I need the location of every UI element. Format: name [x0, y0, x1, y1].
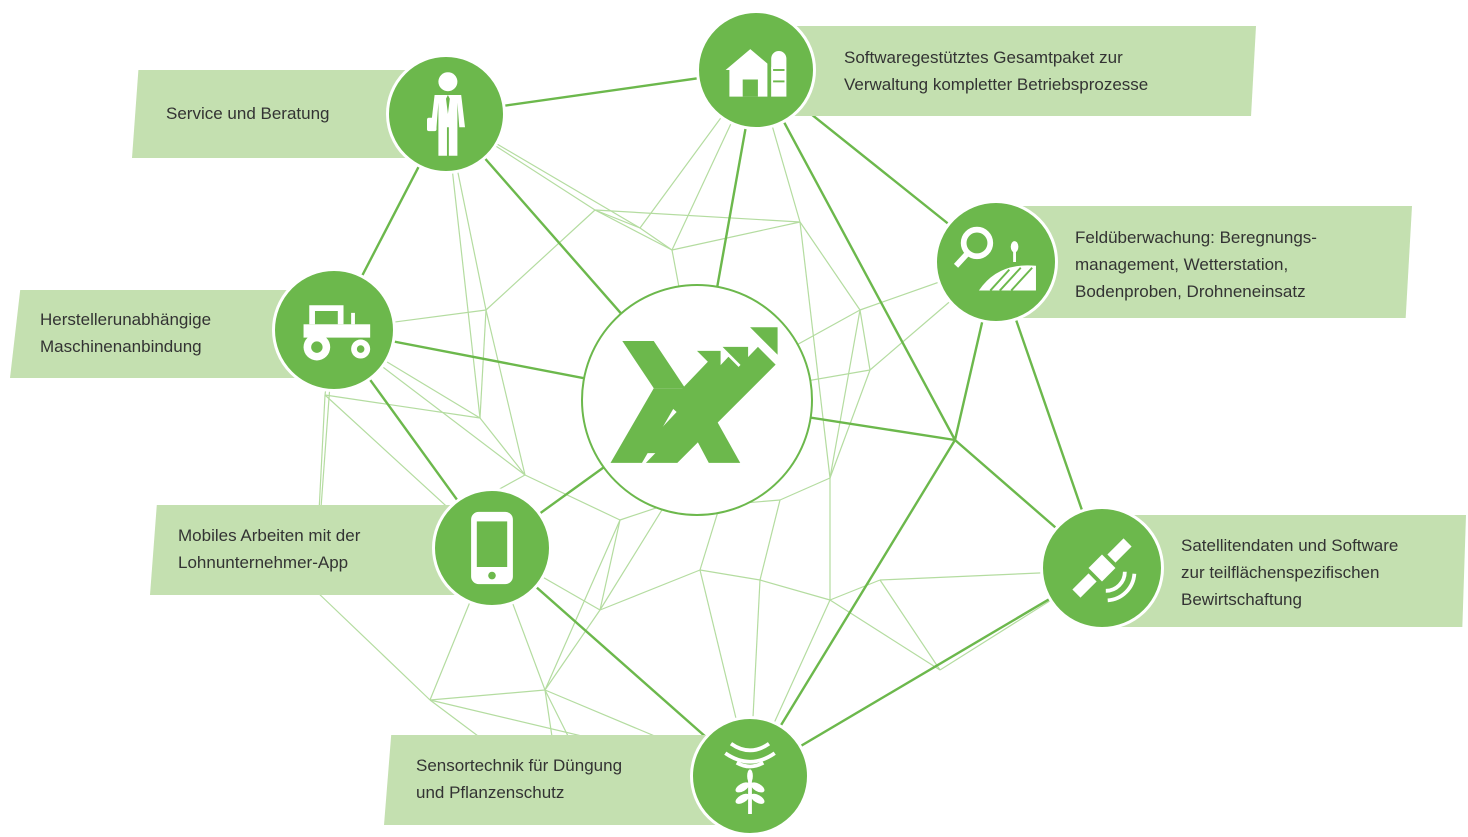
connector-line-light — [759, 499, 781, 581]
connector-line-light — [829, 309, 861, 479]
label-software: Softwaregestütztes Gesamtpaket zur Verwa… — [844, 44, 1148, 98]
node-sensor — [690, 716, 810, 836]
connector-line-light — [879, 571, 1063, 581]
label-line: Verwaltung kompletter Betriebsprozesse — [844, 75, 1149, 94]
connector-line-light — [599, 569, 701, 611]
node-mobile — [432, 488, 552, 608]
connector-line-light — [639, 227, 673, 251]
connector-line-light — [829, 599, 941, 671]
label-line: Herstellerunabhängige — [40, 310, 212, 329]
connector-line-light — [479, 417, 526, 476]
label-sensor: Sensortechnik für Düngung und Pflanzensc… — [416, 752, 622, 806]
connector-line-light — [799, 221, 831, 479]
label-line: Bodenproben, Drohneneinsatz — [1075, 282, 1306, 301]
label-mobile: Mobiles Arbeiten mit der Lohnunternehmer… — [178, 522, 360, 576]
connector-line-light — [671, 221, 801, 251]
connector-line-light — [485, 209, 596, 311]
label-line: Satellitendaten und Software — [1181, 536, 1399, 555]
connector-line-strong — [754, 69, 957, 441]
connector-line-light — [314, 589, 431, 701]
label-satellite: Satellitendaten und Software zur teilflä… — [1181, 532, 1398, 613]
hub-logo — [581, 284, 813, 516]
label-line: Lohnunternehmer-App — [178, 553, 349, 572]
banner-sensor — [384, 735, 744, 825]
label-line: management, Wetterstation, — [1075, 255, 1289, 274]
node-field — [934, 200, 1058, 324]
label-line: und Pflanzenschutz — [416, 783, 565, 802]
connector-line-strong — [749, 566, 1103, 778]
smartphone-icon — [471, 511, 513, 585]
connector-line-light — [594, 209, 801, 223]
banner-software — [760, 26, 1256, 116]
node-software — [696, 10, 816, 130]
connector-line-light — [759, 579, 831, 601]
label-service: Service und Beratung — [166, 100, 330, 127]
connector-line-light — [485, 309, 526, 476]
connector-line-light — [699, 569, 761, 581]
label-line: Maschinenanbindung — [40, 337, 202, 356]
connector-line-light — [829, 579, 881, 601]
node-machine — [272, 268, 396, 392]
connector-line-light — [799, 221, 861, 311]
connector-line-light — [594, 209, 641, 229]
label-line: Service und Beratung — [166, 104, 330, 123]
connector-line-light — [699, 504, 721, 571]
connector-line-light — [324, 394, 481, 419]
label-line: Softwaregestütztes Gesamtpaket zur — [844, 48, 1123, 67]
label-field: Feldüberwachung: Beregnungs- management,… — [1075, 224, 1317, 305]
label-line: Mobiles Arbeiten mit der — [178, 526, 361, 545]
node-satellite — [1040, 506, 1164, 630]
label-line: Bewirtschaftung — [1181, 590, 1302, 609]
label-machine: Herstellerunabhängige Maschinenanbindung — [40, 306, 211, 360]
banner-field — [990, 206, 1412, 318]
connector-line-light — [429, 689, 546, 701]
connector-line-strong — [748, 439, 957, 777]
connector-line-light — [599, 519, 621, 611]
businessman-icon — [427, 72, 465, 156]
connector-line-light — [524, 474, 621, 521]
connector-line-light — [779, 477, 831, 501]
label-line: Feldüberwachung: Beregnungs- — [1075, 228, 1317, 247]
sensor-plant-icon — [724, 742, 776, 814]
farm-building-silo-icon — [725, 49, 787, 99]
tractor-icon — [303, 305, 371, 361]
connector-line-light — [879, 579, 941, 671]
connector-line-light — [859, 309, 871, 371]
connector-line-light — [594, 209, 673, 251]
label-line: zur teilflächenspezifischen — [1181, 563, 1380, 582]
connector-line-light — [544, 519, 621, 691]
node-service — [386, 54, 506, 174]
satellite-icon — [1072, 538, 1137, 603]
label-line: Sensortechnik für Düngung — [416, 756, 623, 775]
connector-line-light — [544, 609, 601, 691]
magnifier-field-icon — [953, 226, 1036, 292]
connector-line-light — [479, 309, 487, 419]
connector-line-light — [599, 504, 666, 611]
x-arrows-logo-icon — [610, 327, 778, 463]
